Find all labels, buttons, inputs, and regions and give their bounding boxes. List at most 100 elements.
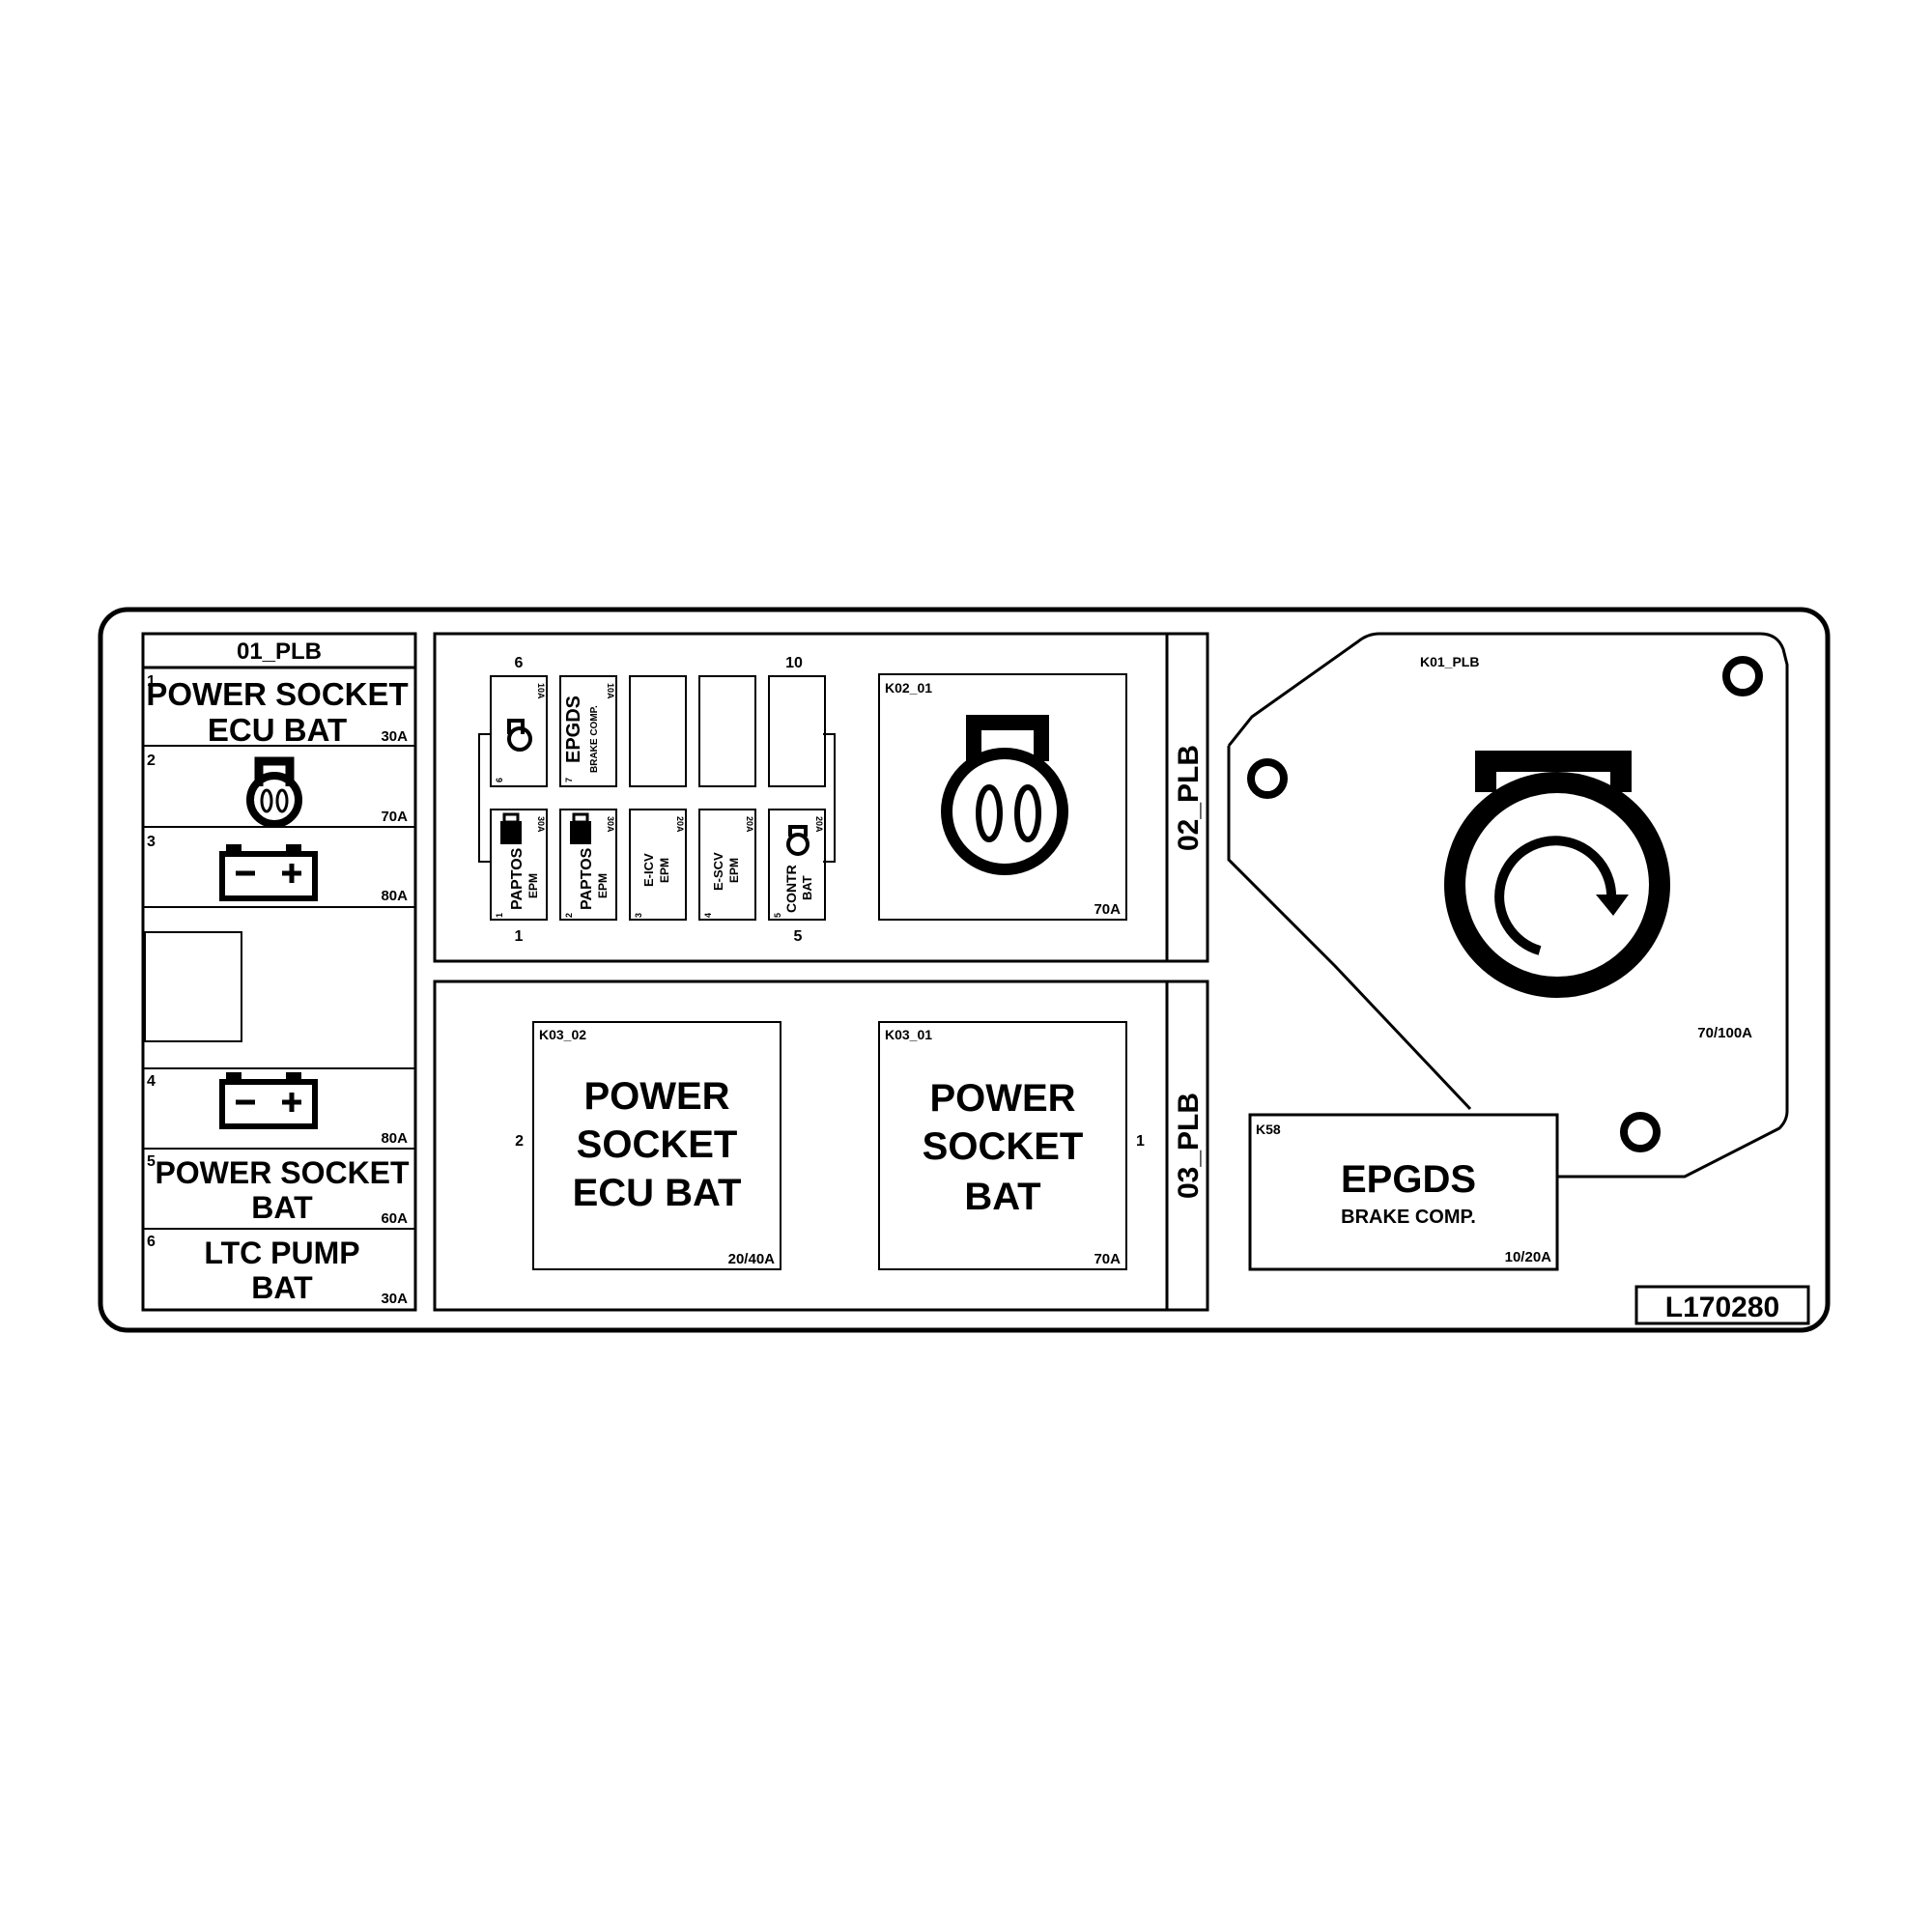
module-icon	[500, 812, 522, 844]
fuse-number: 6	[495, 778, 504, 782]
fuse-label-line1: E-SCV	[711, 852, 725, 891]
section-03-frame	[433, 980, 1209, 1312]
fuse-label-line2: EPM	[727, 858, 741, 883]
fuse-row-top: 10A 6 EPGDS BRAKE COMP. 10A 7	[490, 675, 826, 787]
part-number-label: L170280	[1634, 1285, 1810, 1325]
relay-id: K02_01	[885, 680, 932, 696]
relay-label-line2: SOCKET	[923, 1125, 1084, 1168]
fuse-label-line1: CONTR	[783, 865, 799, 913]
relay-k58: K58 EPGDS BRAKE COMP. 10/20A	[1248, 1113, 1559, 1271]
slot-label-line1: POWER SOCKET	[155, 1155, 410, 1190]
fuse-label-line1: E-ICV	[641, 853, 656, 887]
relay-rating: 70A	[1094, 901, 1121, 918]
slot-4: 4 80A	[147, 1072, 408, 1147]
relay-label-line1: POWER	[583, 1075, 729, 1118]
fuse-9-empty	[698, 675, 756, 787]
relay-k03-01: K03_01 1 POWER SOCKET BAT 70A	[878, 1021, 1145, 1270]
relay-label-line2: SOCKET	[577, 1123, 738, 1166]
module-icon	[570, 812, 591, 844]
fuse-rating: 20A	[675, 816, 685, 833]
fuse-bottom-left-label: 1	[515, 928, 524, 945]
fuse-label-line2: BRAKE COMP.	[589, 705, 600, 773]
fuse-5: CONTR BAT 20A 5	[768, 809, 826, 921]
relay-label-line3: BAT	[964, 1176, 1040, 1218]
section-03-title: 03_PLB	[1173, 1093, 1205, 1199]
fuse-bottom-right-label: 5	[794, 928, 803, 945]
mounting-hole	[1247, 758, 1288, 799]
fuse-label-line2: EPM	[596, 873, 610, 898]
battery-icon	[219, 844, 318, 901]
fuse-label-line1: EPGDS	[563, 696, 584, 763]
slot-number: 5	[147, 1153, 156, 1170]
fuse-label-line2: EPM	[526, 873, 540, 898]
part-number: L170280	[1665, 1292, 1779, 1323]
fuse-number: 4	[703, 913, 713, 918]
slot-rating: 80A	[381, 888, 408, 904]
slot-number: 3	[147, 834, 156, 850]
fuse-rating: 10A	[536, 683, 546, 699]
relay-pin: 1	[1136, 1133, 1145, 1150]
section-01-title: 01_PLB	[237, 639, 322, 665]
glow-plug-icon	[246, 756, 302, 828]
slot-1: 1 POWER SOCKET ECU BAT 30A	[146, 673, 408, 748]
fuse-top-left-label: 6	[515, 655, 524, 671]
mounting-hole	[1722, 656, 1763, 696]
slot-rating: 70A	[381, 809, 408, 825]
relay-label-line1: EPGDS	[1341, 1158, 1476, 1201]
fuse-label-line1: PAPTOS	[579, 847, 595, 910]
fuse-number: 1	[495, 913, 504, 918]
fuse-6: 10A 6	[490, 675, 548, 787]
slot-rating: 30A	[381, 728, 408, 745]
section-02-title: 02_PLB	[1173, 745, 1205, 851]
fuse-number: 3	[634, 913, 643, 918]
relay-k03-02: K03_02 2 POWER SOCKET ECU BAT 20/40A	[515, 1021, 781, 1270]
fuse-rating: 30A	[536, 816, 546, 833]
slot-label-line1: POWER SOCKET	[146, 676, 408, 712]
relay-label-line2: BRAKE COMP.	[1341, 1207, 1476, 1228]
slot-number: 2	[147, 753, 156, 769]
relay-pin: 2	[515, 1133, 524, 1150]
fuse-2: PAPTOS EPM 30A 2	[559, 809, 617, 921]
slot-rating: 60A	[381, 1210, 408, 1227]
fuse-number: 7	[564, 778, 574, 782]
relay-rating: 70A	[1094, 1251, 1121, 1267]
fuse-7: EPGDS BRAKE COMP. 10A 7	[559, 675, 617, 787]
slot-3: 3 80A	[147, 834, 408, 904]
fuse-number: 2	[564, 913, 574, 918]
slot-5: 5 POWER SOCKET BAT 60A	[147, 1153, 410, 1227]
bulb-icon	[786, 825, 810, 856]
relay-k02-01: K02_01 70A	[878, 673, 1127, 921]
relay-label-line1: POWER	[929, 1077, 1075, 1120]
empty-slot	[144, 931, 242, 1042]
fuse-rating: 20A	[814, 816, 824, 833]
relay-rating: 20/40A	[728, 1251, 776, 1267]
fuse-rating: 30A	[606, 816, 615, 833]
slot-number: 4	[147, 1073, 156, 1090]
section-01-plb: 01_PLB 1 POWER SOCKET ECU BAT 30A 2 70A	[141, 632, 417, 1312]
slot-number: 1	[147, 673, 156, 690]
section-03-plb: 03_PLB K03_02 2 POWER SOCKET ECU BAT 20/…	[433, 980, 1209, 1312]
fuse-3: E-ICV EPM 20A 3	[629, 809, 687, 921]
relay-rating: 70/100A	[1697, 1025, 1752, 1041]
fuse-4: E-SCV EPM 20A 4	[698, 809, 756, 921]
section-01-frame	[141, 632, 417, 1312]
slot-rating: 30A	[381, 1291, 408, 1307]
starter-icon	[1444, 751, 1670, 998]
relay-label-line3: ECU BAT	[573, 1172, 742, 1214]
glow-plug-icon	[941, 715, 1068, 875]
fuse-8-empty	[629, 675, 687, 787]
mounting-hole	[1620, 1112, 1661, 1152]
relay-id: K01_PLB	[1420, 654, 1479, 669]
battery-icon	[219, 1072, 318, 1129]
slot-6: 6 LTC PUMP BAT 30A	[147, 1234, 408, 1307]
fuse-label-line2: BAT	[800, 875, 814, 900]
section-02-frame	[433, 632, 1209, 963]
relay-id: K03_01	[885, 1027, 932, 1042]
slot-rating: 80A	[381, 1130, 408, 1147]
slot-label-line2: ECU BAT	[208, 712, 347, 748]
fuse-row-bottom: PAPTOS EPM 30A 1 PAPTOS EPM 30A 2 E-	[490, 809, 826, 921]
slot-2: 2 70A	[147, 753, 408, 828]
fuse-10-empty	[768, 675, 826, 787]
fuse-top-right-label: 10	[785, 655, 803, 671]
